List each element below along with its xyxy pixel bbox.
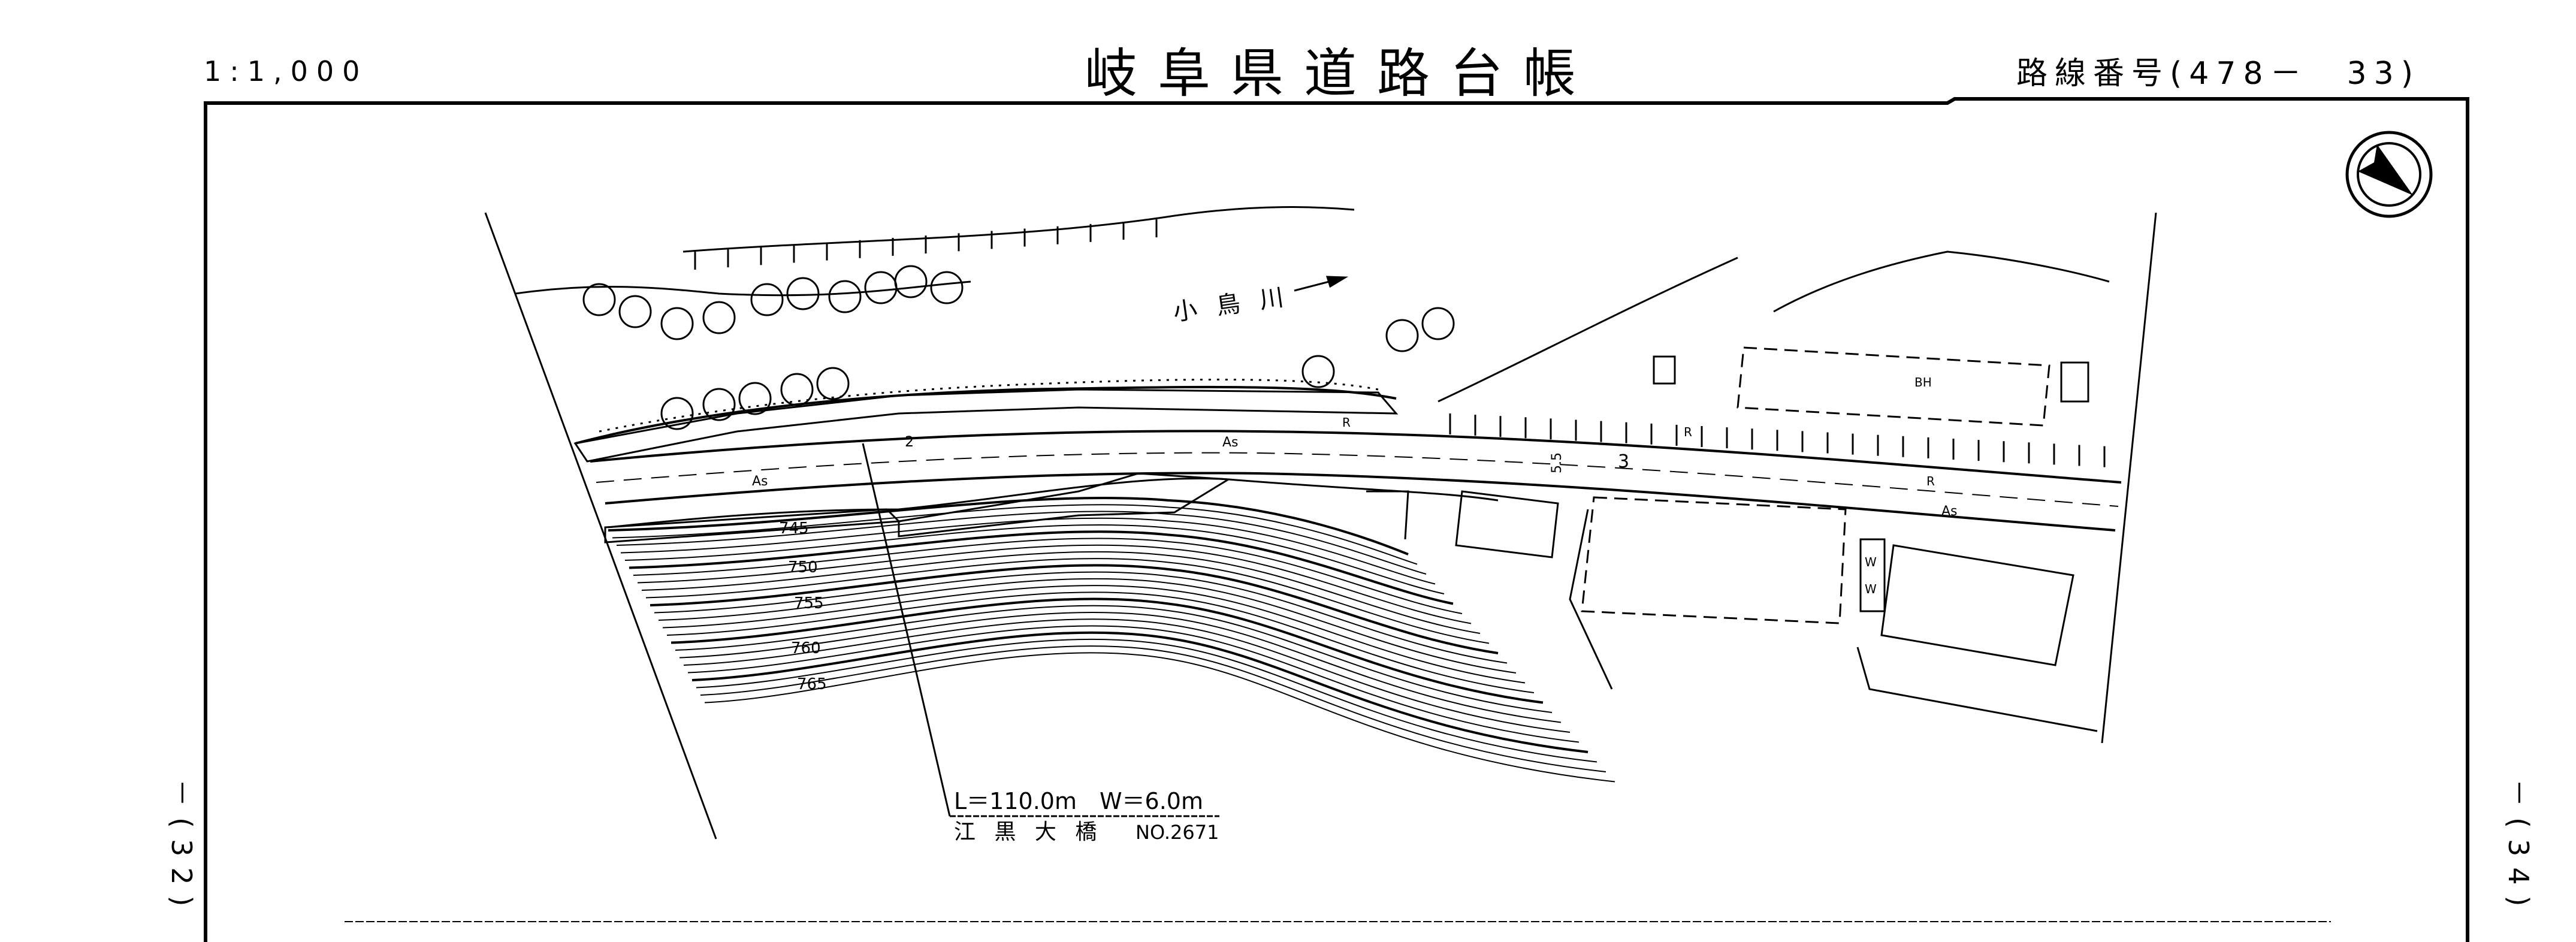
- sheet-frame: [204, 97, 2469, 942]
- bridge-dimensions: L＝110.0m W＝6.0m: [954, 788, 1203, 814]
- contour-line: [620, 517, 1436, 585]
- contour-line: [633, 538, 1463, 614]
- river-bank: [515, 206, 2110, 445]
- contour-line: [637, 544, 1472, 624]
- building-label: W: [1865, 555, 1877, 569]
- curb-label: R: [1684, 425, 1692, 439]
- contour-line: [629, 530, 1454, 605]
- contour-label: 765: [797, 675, 827, 693]
- tree-icon: [660, 397, 694, 430]
- tree-icon: [702, 301, 736, 334]
- contour-line: [612, 504, 1418, 565]
- curb-label: R: [1926, 474, 1935, 488]
- contour-line: [624, 524, 1445, 594]
- tree-icon: [780, 373, 814, 406]
- contour-line: [608, 496, 1409, 555]
- tree-icon: [1301, 355, 1335, 388]
- contour-line: [662, 585, 1526, 684]
- bridge-name: 江 黒 大 橋: [954, 820, 1103, 844]
- contour-label: 750: [788, 558, 818, 576]
- map-boundary: [484, 212, 2157, 840]
- station-label: 2: [905, 433, 914, 450]
- contour-label: 760: [791, 639, 821, 657]
- tree-icon: [1421, 307, 1455, 340]
- retaining-wall: [573, 388, 1399, 544]
- tree-icon: [894, 265, 928, 298]
- tree-icon: [930, 271, 964, 304]
- road: [590, 430, 2122, 532]
- bridge-leader: [862, 443, 1219, 817]
- embankment-ticks: [694, 219, 2106, 467]
- tree-icon: [702, 388, 736, 421]
- building-label: W: [1865, 582, 1877, 596]
- tree-icon: [750, 283, 784, 316]
- contour-line: [687, 625, 1580, 743]
- scale-label: 1:1,000: [204, 55, 369, 87]
- tree-icon: [786, 277, 820, 310]
- tree-icon: [816, 367, 850, 400]
- contour-line: [650, 564, 1499, 654]
- tree-icon: [660, 307, 694, 340]
- tree-icon: [582, 283, 616, 316]
- river-flow-arrow-icon: [1294, 276, 1349, 292]
- surface-label: As: [1222, 435, 1239, 450]
- contour-line: [616, 511, 1427, 575]
- contour-line: [696, 638, 1597, 763]
- next-sheet-label[interactable]: －(34): [2502, 779, 2535, 917]
- river-label: 小 鳥 川: [1171, 283, 1291, 327]
- tree-icon: [864, 271, 898, 304]
- tree-icon: [618, 295, 652, 328]
- contour-line: [683, 618, 1571, 733]
- contour-line: [691, 631, 1589, 753]
- contour-lines: [608, 496, 1615, 783]
- contour-label: 755: [794, 594, 824, 612]
- contour-line: [704, 652, 1615, 783]
- contour-line: [679, 611, 1562, 723]
- tree-symbols: [582, 265, 1455, 430]
- buildings: [1366, 346, 2098, 732]
- tree-icon: [1385, 319, 1419, 352]
- contour-line: [658, 578, 1517, 674]
- station-label: 3: [1618, 451, 1629, 472]
- page-title: 岐阜県道路台帳: [1085, 43, 1597, 104]
- surface-label: As: [752, 474, 768, 489]
- previous-sheet-label[interactable]: －(32): [165, 779, 198, 917]
- contour-line: [666, 591, 1535, 693]
- building-label: BH: [1914, 375, 1932, 390]
- bridge-number: NO.2671: [1136, 821, 1219, 844]
- tree-icon: [738, 382, 772, 415]
- surface-label: As: [1941, 504, 1958, 519]
- curb-label: R: [1342, 415, 1351, 430]
- tree-icon: [828, 280, 862, 313]
- route-number: 路線番号(478－ 33): [2016, 56, 2420, 92]
- width-label: 5.5: [1550, 452, 1565, 473]
- contour-line: [654, 571, 1508, 664]
- contour-label: 745: [779, 520, 809, 538]
- contour-line: [675, 605, 1553, 713]
- contour-line: [700, 645, 1606, 772]
- contour-line: [671, 597, 1544, 704]
- contour-line: [645, 558, 1490, 644]
- contour-line: [641, 551, 1481, 634]
- north-arrow-icon: [2345, 131, 2433, 218]
